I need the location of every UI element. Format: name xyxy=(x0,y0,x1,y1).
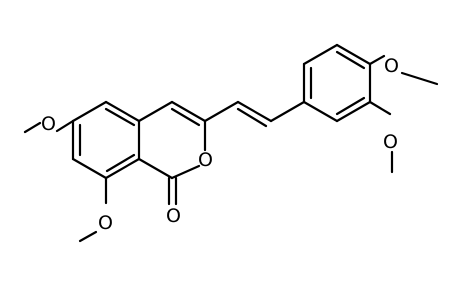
bond-calpha-cbeta xyxy=(236,100,273,123)
bond-c8a-c4a-inner xyxy=(105,153,136,173)
atom-oxygen-ring: O xyxy=(198,149,213,171)
bond-c5-c6 xyxy=(104,100,141,123)
bond-c1-c8a xyxy=(137,157,174,180)
bond-c6p-c1p xyxy=(302,100,339,123)
bond-c5p-c6p xyxy=(335,100,372,123)
bond-c3p-o xyxy=(368,100,392,116)
atom-oxygen-methoxy-4p: O xyxy=(384,55,399,77)
bond-c2p-c3p xyxy=(302,43,339,66)
bond-o-ch3 xyxy=(78,230,98,243)
bond-c7-o xyxy=(55,119,75,133)
dimethoxyphenyl-ring xyxy=(302,43,372,123)
bond-c5-c4 xyxy=(137,100,174,123)
bond-o2-c1 xyxy=(170,164,201,180)
bond-c6-c7 xyxy=(71,100,108,123)
bond-c3p-c4p xyxy=(335,43,372,66)
bond-cbeta-ring xyxy=(269,100,306,123)
bond-c4p-o xyxy=(368,54,386,66)
bond-c4-c3 xyxy=(170,100,207,123)
bond-o-ch3 xyxy=(23,121,42,134)
bond-c4-c3-inner xyxy=(170,107,201,127)
methoxy-3p xyxy=(368,100,394,174)
bond-c3-calpha xyxy=(203,100,240,123)
atom-oxygen-carbonyl: O xyxy=(166,205,181,227)
bond-c5p-c6p-inner xyxy=(335,96,366,116)
isocoumarin-core xyxy=(71,100,207,206)
bond-c8-c8a xyxy=(71,157,108,180)
methoxy-4p xyxy=(368,54,439,86)
vinyl-linker xyxy=(203,100,306,128)
bond-calpha-cbeta-inner xyxy=(236,107,268,128)
methoxy-6 xyxy=(23,119,75,134)
bond-c3p-c4p-inner xyxy=(335,50,366,70)
methoxy-8 xyxy=(78,176,108,243)
atom-oxygen-methoxy-6: O xyxy=(41,113,56,135)
bond-c5-c6-inner xyxy=(104,107,136,127)
atom-oxygen-methoxy-8: O xyxy=(98,212,113,234)
bond-o-ch3 xyxy=(400,71,439,86)
bond-c8a-c4a xyxy=(104,157,141,180)
atom-oxygen-methoxy-3p: O xyxy=(383,131,398,153)
